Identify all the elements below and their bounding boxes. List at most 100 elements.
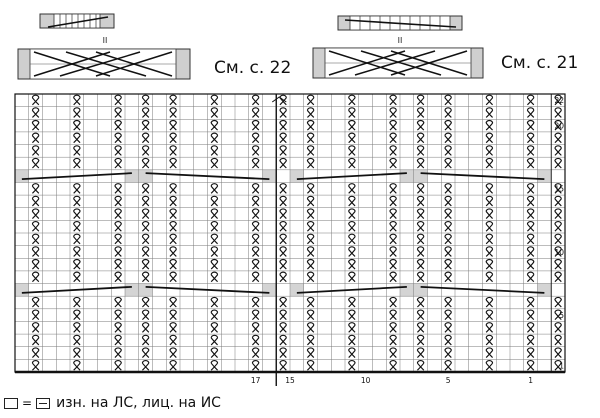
knit-stitch-symbol	[526, 246, 535, 257]
knit-stitch-symbol	[444, 334, 452, 346]
knit-stitch-symbol	[169, 334, 177, 346]
knit-stitch-symbol	[485, 296, 494, 308]
knit-stitch-symbol	[141, 157, 150, 169]
knit-stitch-symbol	[444, 271, 452, 283]
knit-stitch-symbol	[389, 145, 397, 156]
knit-stitch-symbol	[485, 157, 494, 169]
knit-stitch-symbol	[210, 132, 219, 144]
knit-stitch-symbol	[306, 208, 315, 219]
knit-stitch-symbol	[210, 360, 219, 371]
cable-crossings	[21, 96, 545, 294]
knit-stitch-symbol	[210, 296, 219, 308]
knit-stitch-symbol	[444, 258, 452, 270]
knit-stitch-symbol	[169, 296, 177, 308]
knit-stitch-symbol	[526, 296, 535, 308]
knit-stitch-symbol	[169, 271, 177, 283]
knit-stitch-symbol	[416, 157, 425, 169]
knit-stitch-symbol	[416, 309, 425, 321]
knit-stitch-symbol	[31, 271, 40, 283]
knit-stitch-symbol	[306, 107, 315, 118]
knit-stitch-symbol	[73, 246, 81, 257]
knit-stitch-symbol	[485, 183, 494, 194]
knit-stitch-symbol	[444, 208, 452, 219]
knit-stitch-symbol	[210, 195, 219, 207]
knit-stitch-symbol	[73, 94, 81, 106]
knit-stitch-symbol	[416, 246, 425, 257]
see-page-label-left: См. с. 22	[214, 58, 292, 78]
knit-stitch-symbol	[141, 145, 150, 156]
knit-stitch-symbol	[210, 157, 219, 169]
knit-stitch-symbol	[485, 132, 494, 144]
knit-stitch-symbol	[306, 94, 315, 106]
knit-stitch-symbol	[169, 132, 177, 144]
knit-stitch-symbol	[251, 94, 260, 106]
knit-stitch-symbol	[251, 183, 260, 194]
shaded-cell	[138, 169, 153, 183]
knit-stitch-symbol	[251, 347, 260, 358]
column-number-label: 17	[251, 376, 261, 385]
knit-stitch-symbol	[114, 221, 122, 232]
knit-stitch-symbol	[31, 208, 40, 219]
knit-stitch-symbol	[554, 233, 562, 245]
knit-stitch-symbol	[444, 157, 452, 169]
knit-stitch-symbol	[210, 233, 219, 245]
cable-cross-line	[21, 285, 132, 294]
shaded-cell	[138, 283, 153, 297]
knit-stitch-symbol	[526, 195, 535, 207]
knit-stitch-symbol	[554, 271, 562, 283]
knit-stitch-symbol	[444, 360, 452, 371]
row-number-label: 1	[559, 361, 564, 370]
knit-stitch-symbol	[416, 347, 425, 358]
knit-stitch-symbol	[169, 107, 177, 118]
cable-cross-line	[420, 285, 545, 294]
shaded-cell	[413, 169, 428, 183]
knit-stitch-symbol	[554, 246, 562, 257]
column-number-label: 1	[528, 376, 533, 385]
knit-stitch-symbol	[73, 309, 81, 321]
knit-stitch-symbol	[114, 271, 122, 283]
knit-stitch-symbol	[485, 334, 494, 346]
knit-stitch-symbol	[348, 221, 356, 232]
knit-stitch-symbol	[114, 183, 122, 194]
knit-stitch-symbol	[389, 296, 397, 308]
knit-stitch-symbol	[389, 195, 397, 207]
knit-stitch-symbol	[251, 195, 260, 207]
knit-stitch-symbol	[485, 271, 494, 283]
knit-stitch-symbol	[554, 107, 562, 118]
knit-stitch-symbol	[416, 183, 425, 194]
knit-stitch-symbol	[210, 119, 219, 131]
knit-stitch-symbol	[210, 309, 219, 321]
knit-stitch-symbol	[31, 258, 40, 270]
knit-stitch-symbol	[389, 246, 397, 257]
knit-stitch-symbol	[31, 360, 40, 371]
repeat-arrow-icon	[271, 96, 287, 103]
knit-stitch-symbol	[306, 119, 315, 131]
knit-stitch-symbol	[210, 145, 219, 156]
knit-stitch-symbol	[141, 334, 150, 346]
knit-stitch-symbol	[73, 296, 81, 308]
knit-stitch-symbol	[444, 309, 452, 321]
knit-stitch-symbol	[554, 145, 562, 156]
knit-stitch-symbol	[279, 296, 287, 308]
knit-stitch-symbol	[389, 94, 397, 106]
shaded-cell	[262, 169, 277, 183]
knit-stitch-symbol	[389, 334, 397, 346]
knit-stitch-symbol	[554, 334, 562, 346]
knit-stitch-symbol	[554, 94, 562, 106]
knit-stitch-symbol	[348, 334, 356, 346]
knit-stitch-symbol	[526, 322, 535, 333]
knit-stitch-symbol	[141, 347, 150, 358]
knit-stitch-symbol	[141, 360, 150, 371]
knit-stitch-symbol	[114, 296, 122, 308]
shaded-cell	[400, 283, 414, 297]
knit-stitch-symbol	[306, 258, 315, 270]
knit-stitch-symbol	[389, 132, 397, 144]
knit-stitch-symbol	[169, 157, 177, 169]
knit-stitch-symbol	[444, 94, 452, 106]
knit-stitch-symbol	[485, 347, 494, 358]
knit-stitch-symbol	[251, 258, 260, 270]
legend-empty-cell-icon	[4, 397, 18, 409]
knit-stitch-symbol	[416, 119, 425, 131]
